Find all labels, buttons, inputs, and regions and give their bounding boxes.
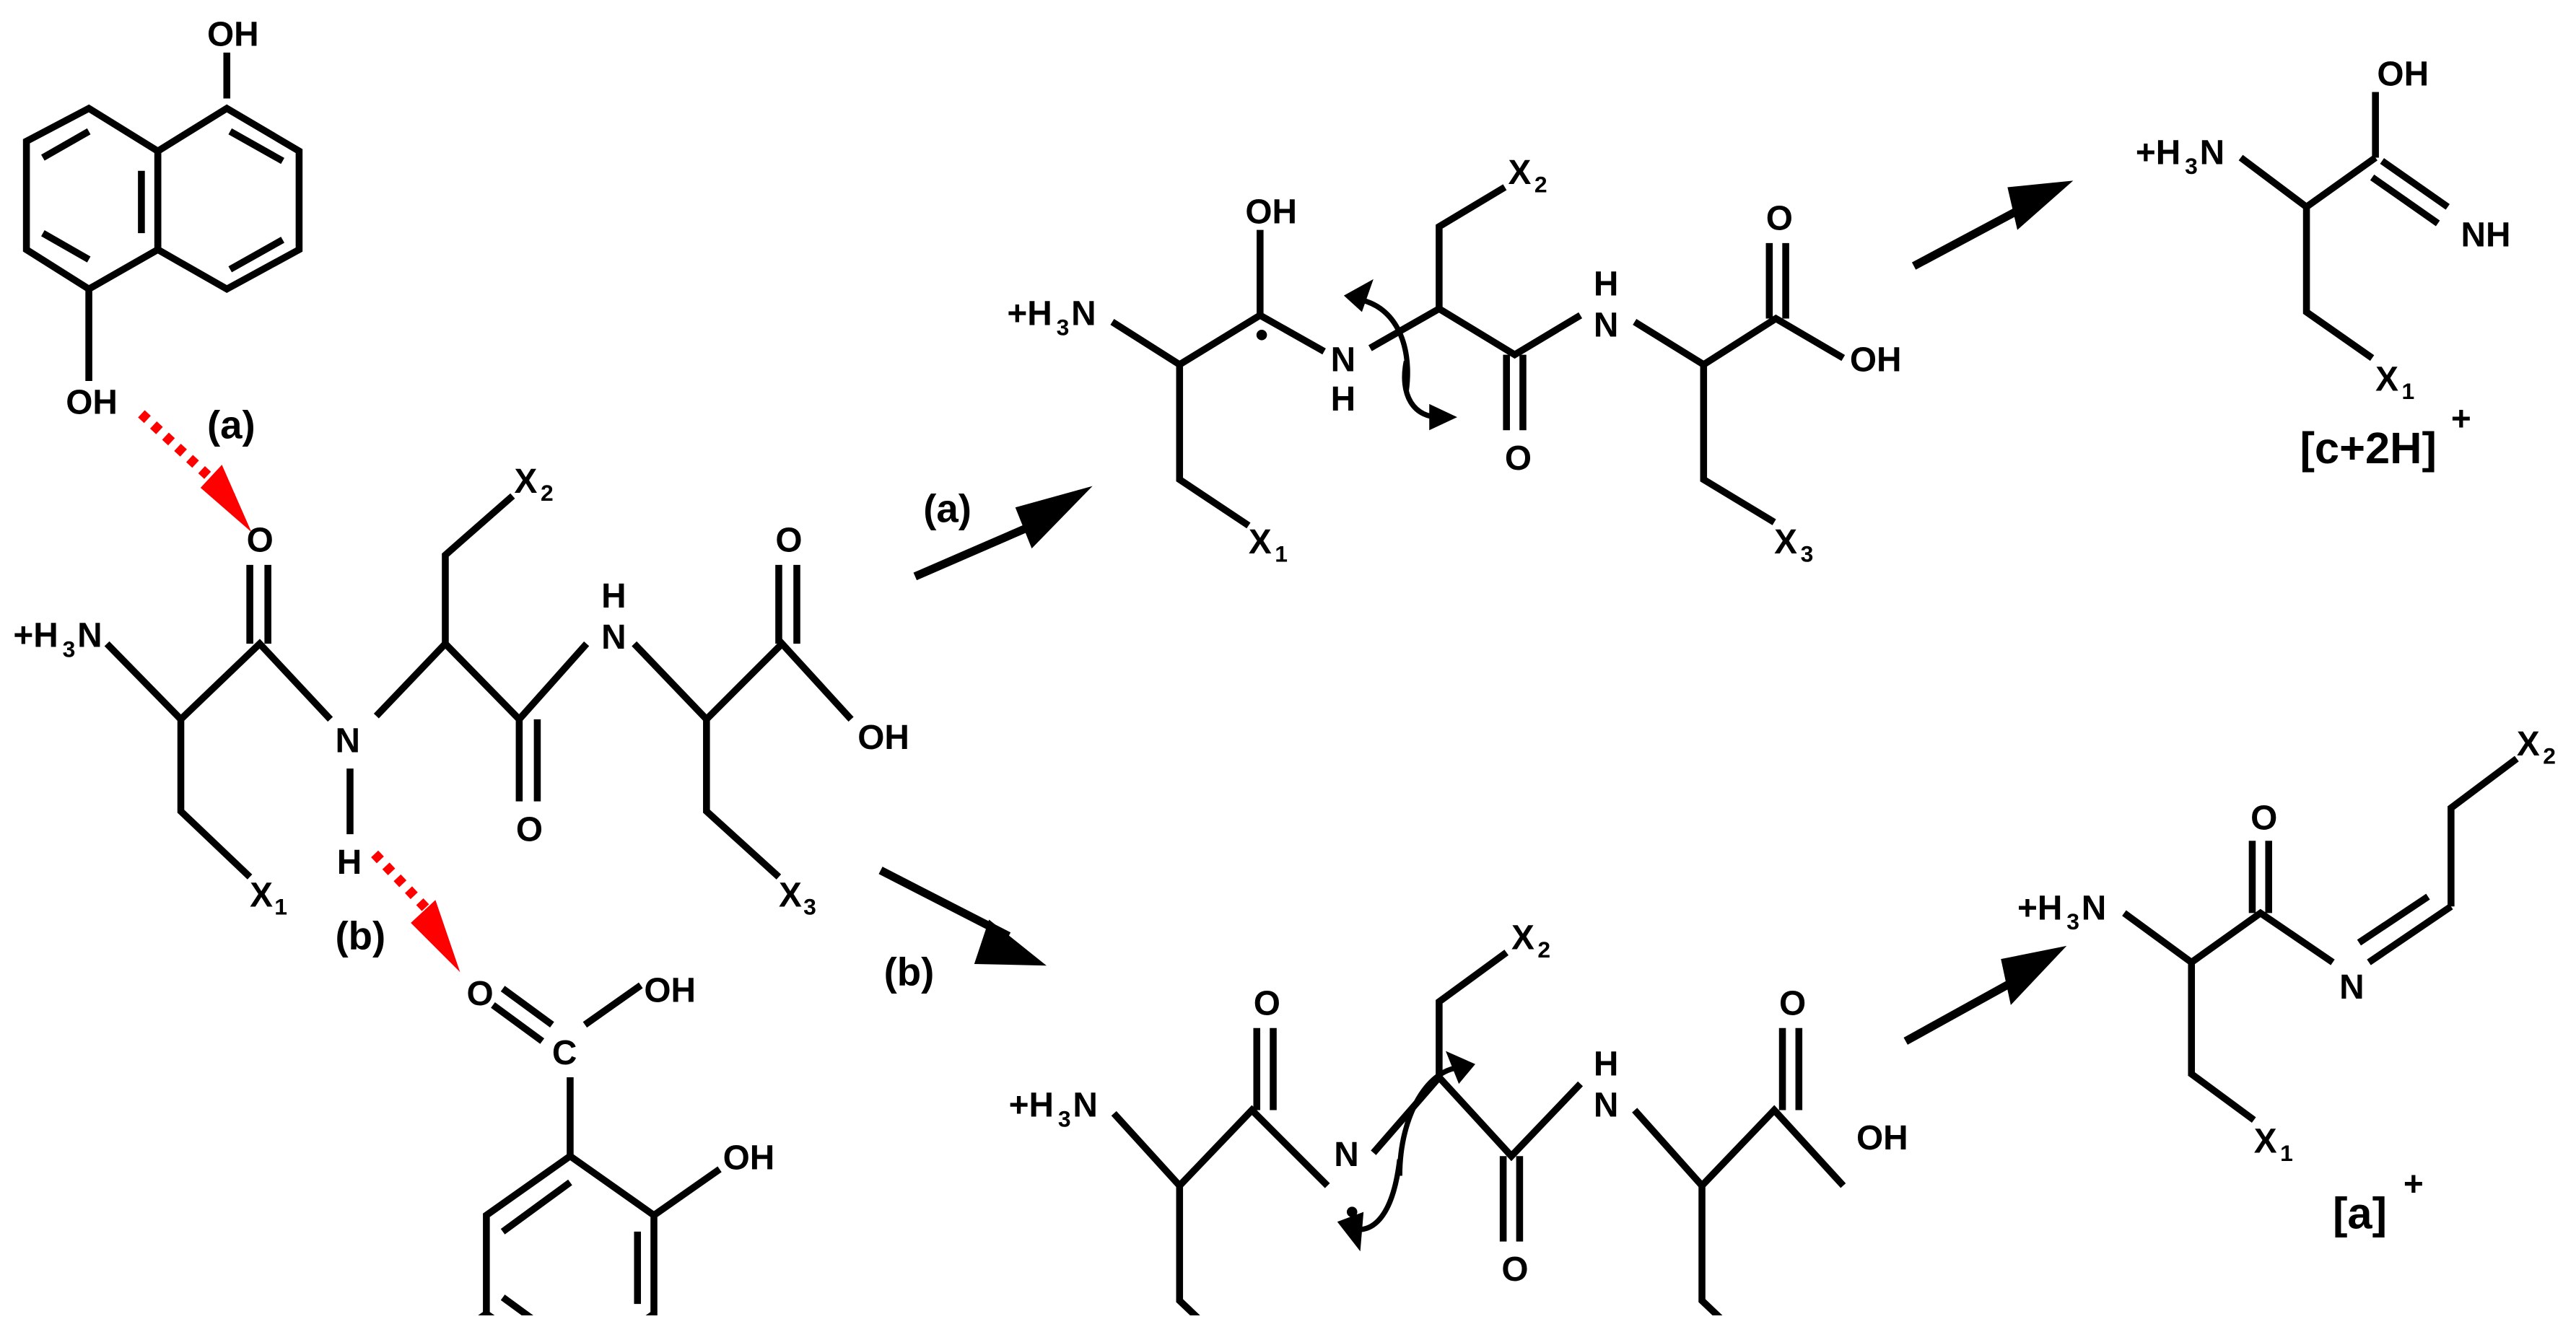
svg-text:N: N [1073, 1087, 1098, 1125]
svg-text:3: 3 [1058, 1105, 1071, 1131]
svg-text:N: N [2082, 890, 2107, 928]
dhb-matrix: O C OH OH HO [467, 971, 775, 1319]
intermediate-b: +H 3 N X 1 O N X 2 O N H X 3 O OH [1009, 919, 1908, 1319]
svg-text:X: X [2517, 725, 2540, 763]
svg-text:OH: OH [1856, 1119, 1908, 1157]
svg-text:X: X [2375, 361, 2398, 399]
svg-text:X: X [250, 876, 273, 914]
svg-text:N: N [1594, 307, 1619, 345]
svg-text:OH: OH [723, 1139, 775, 1177]
svg-text:N: N [2339, 968, 2365, 1007]
c-ion-label: [c+2H] [2300, 424, 2437, 473]
svg-text:OH: OH [1245, 193, 1297, 232]
svg-text:OH: OH [644, 971, 696, 1009]
radical-dot [1346, 1206, 1358, 1217]
label-path-b: (b) [884, 950, 935, 994]
dhn-oh-top: OH [207, 16, 259, 54]
svg-text:X: X [1249, 523, 1272, 561]
svg-text:N: N [77, 617, 102, 655]
svg-text:H: H [337, 843, 362, 882]
curly-arrow-icon [1355, 296, 1410, 392]
svg-text:X: X [1508, 154, 1531, 192]
svg-text:OH: OH [857, 719, 909, 757]
svg-text:2: 2 [1534, 171, 1547, 197]
product-arrow-c [1911, 180, 2074, 270]
svg-text:3: 3 [2066, 908, 2079, 934]
svg-text:3: 3 [2185, 153, 2198, 179]
reaction-arrow-b: (b) [878, 867, 1047, 994]
svg-text:+H: +H [13, 617, 58, 655]
product-c-ion: +H 3 N OH NH X 1 [c+2H] + [2136, 55, 2511, 473]
svg-text:OH: OH [1850, 341, 1902, 379]
svg-text:X: X [1774, 523, 1797, 561]
c-ion-charge: + [2451, 400, 2471, 438]
intermediate-a: +H 3 N X 1 OH N H X 2 O N H X 3 O OH [1007, 154, 1901, 566]
svg-text:O: O [1766, 200, 1793, 238]
svg-text:N: N [335, 722, 360, 760]
label-path-a-left: (a) [207, 403, 256, 447]
dhn-matrix: OH OH [22, 16, 303, 422]
curly-arrow-icon [1397, 1064, 1462, 1176]
svg-text:N: N [1331, 341, 1356, 379]
svg-text:O: O [1254, 985, 1280, 1023]
svg-text:OH: OH [2377, 55, 2429, 93]
svg-text:2: 2 [2543, 742, 2556, 768]
product-arrow-a [1903, 945, 2067, 1045]
svg-text:1: 1 [274, 894, 287, 920]
svg-text:+H: +H [2017, 890, 2062, 928]
tripeptide: +H 3 N X 1 O N H X 2 O N H X 3 O OH [13, 463, 909, 920]
a-ion-charge: + [2403, 1165, 2424, 1204]
svg-text:X: X [1511, 919, 1534, 957]
svg-text:O: O [1779, 985, 1806, 1023]
svg-text:2: 2 [1537, 937, 1550, 963]
svg-text:2: 2 [541, 480, 554, 506]
svg-text:O: O [467, 975, 494, 1013]
h-transfer-arrow-a: (a) [138, 403, 256, 533]
reaction-arrow-a: (a) [913, 486, 1093, 581]
svg-text:O: O [775, 522, 802, 560]
svg-text:3: 3 [1057, 314, 1070, 340]
svg-text:1: 1 [2280, 1140, 2293, 1166]
svg-text:O: O [1505, 439, 1532, 478]
label-path-b-left: (b) [335, 913, 385, 958]
svg-text:O: O [1501, 1250, 1528, 1289]
svg-text:X: X [515, 463, 538, 501]
svg-text:N: N [1594, 1087, 1619, 1125]
svg-text:H: H [1594, 266, 1619, 304]
svg-text:X: X [779, 876, 802, 914]
a-ion-label: [a] [2333, 1188, 2387, 1238]
radical-dot [1256, 330, 1267, 341]
svg-text:N: N [601, 618, 626, 657]
svg-text:1: 1 [1275, 540, 1288, 566]
dhn-oh-bottom: OH [66, 384, 118, 422]
svg-text:H: H [1331, 380, 1356, 419]
svg-text:+H: +H [2136, 134, 2180, 172]
label-path-a: (a) [923, 487, 972, 531]
svg-text:NH: NH [2461, 216, 2510, 254]
svg-text:3: 3 [803, 894, 816, 920]
product-a-ion: +H 3 N O N X 2 X 1 [a] + [2017, 725, 2556, 1238]
svg-text:H: H [1594, 1046, 1619, 1084]
svg-text:3: 3 [1801, 540, 1814, 566]
svg-text:+H: +H [1007, 295, 1052, 333]
svg-text:H: H [601, 577, 626, 615]
svg-text:C: C [552, 1034, 577, 1072]
svg-text:X: X [2254, 1123, 2277, 1161]
svg-text:+H: +H [1009, 1087, 1054, 1125]
svg-text:N: N [2200, 134, 2225, 172]
svg-text:N: N [1071, 295, 1096, 333]
h-transfer-arrow-b: (b) [335, 850, 460, 973]
svg-text:O: O [516, 810, 543, 849]
svg-text:N: N [1334, 1136, 1359, 1174]
svg-text:O: O [247, 522, 274, 560]
svg-text:3: 3 [63, 636, 76, 662]
svg-text:O: O [2250, 799, 2277, 837]
svg-text:1: 1 [2402, 378, 2415, 404]
